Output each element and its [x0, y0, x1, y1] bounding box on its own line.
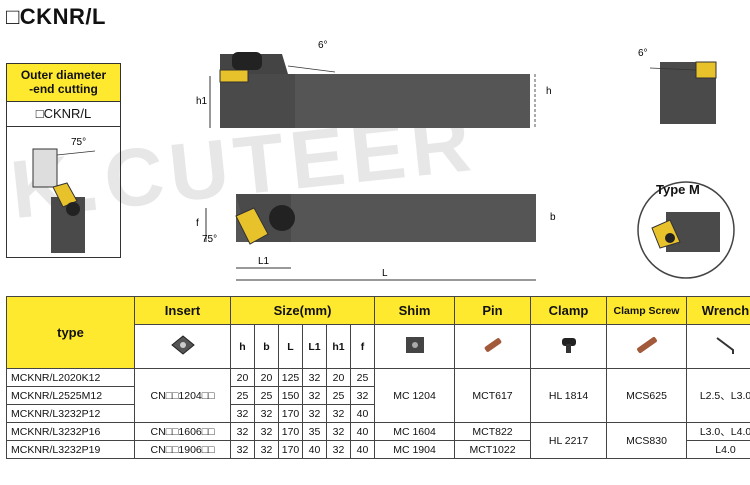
- cell-b: 25: [254, 386, 279, 405]
- table-row-type: MCKNR/L3232P16: [6, 422, 135, 441]
- cell-h1: 32: [326, 422, 351, 441]
- header-type: type: [6, 296, 135, 369]
- clamp-group1: HL 1814: [530, 368, 608, 423]
- b-label: b: [550, 212, 556, 223]
- cell-f: 25: [349, 368, 376, 387]
- spec-table: type Insert Size(mm) Shim Pin Clamp Clam…: [6, 296, 750, 459]
- cell-h1: 32: [326, 404, 351, 423]
- size-col-h1: h1: [326, 324, 351, 369]
- type-m-detail: [637, 181, 735, 279]
- end-view-drawing: 6°: [638, 48, 717, 124]
- clamp-group2: HL 2217: [530, 422, 608, 459]
- h-label: h: [546, 86, 552, 97]
- cell-h: 32: [230, 422, 255, 441]
- f-label: f: [196, 218, 199, 229]
- cell-f: 32: [349, 386, 376, 405]
- header-clamp: Clamp: [530, 296, 608, 325]
- shim-icon: [374, 324, 456, 369]
- cell-h1: 20: [326, 368, 351, 387]
- info-heading-line1: Outer diameter: [20, 68, 107, 82]
- cell-L1: 35: [302, 422, 327, 441]
- L1-label: L1: [258, 256, 270, 267]
- cell-L1: 32: [302, 368, 327, 387]
- info-box-code: □CKNR/L: [7, 102, 120, 127]
- info-box-heading: Outer diameter -end cutting: [7, 64, 120, 102]
- top-view-drawing: f b 75° L1 L: [196, 194, 556, 281]
- cell-L: 150: [278, 386, 303, 405]
- header-size: Size(mm): [229, 296, 376, 325]
- tool-icon: 75°: [32, 137, 96, 253]
- wrench-icon: [686, 324, 750, 369]
- size-col-h: h: [230, 324, 255, 369]
- insert-row4: CN□□1606□□: [134, 422, 231, 441]
- info-angle-label: 75°: [71, 137, 86, 148]
- wrench-group1: L2.5、L3.0: [686, 368, 750, 423]
- clamp-icon: [530, 324, 608, 369]
- cell-L1: 32: [302, 404, 327, 423]
- L-label: L: [382, 268, 388, 279]
- table-row-type: MCKNR/L3232P19: [6, 440, 135, 459]
- cell-L: 170: [278, 404, 303, 423]
- right-angle-label: 6°: [638, 48, 648, 59]
- size-col-L: L: [278, 324, 303, 369]
- shim-row5: MC 1904: [374, 440, 456, 459]
- cell-h: 32: [230, 404, 255, 423]
- cell-L: 125: [278, 368, 303, 387]
- clamp-screw-icon: [606, 324, 688, 369]
- table-row-type: MCKNR/L2020K12: [6, 368, 135, 387]
- cell-b: 32: [254, 440, 279, 459]
- pin-icon: [454, 324, 532, 369]
- header-clamp-screw: Clamp Screw: [606, 296, 688, 325]
- cell-b: 32: [254, 422, 279, 441]
- cell-h1: 25: [326, 386, 351, 405]
- cell-h: 32: [230, 440, 255, 459]
- cell-f: 40: [349, 440, 376, 459]
- cell-h: 25: [230, 386, 255, 405]
- cell-b: 32: [254, 404, 279, 423]
- top-angle-label: 6°: [318, 40, 328, 51]
- header-insert: Insert: [134, 296, 231, 325]
- cell-L: 170: [278, 422, 303, 441]
- screw-group2: MCS830: [606, 422, 688, 459]
- insert-icon: [134, 324, 231, 369]
- size-col-L1: L1: [302, 324, 327, 369]
- wrench-row4: L3.0、L4.0: [686, 422, 750, 441]
- info-heading-line2: -end cutting: [29, 82, 98, 96]
- view-angle-label: 75°: [202, 234, 217, 245]
- type-m-label: Type M: [656, 182, 700, 197]
- info-box: Outer diameter -end cutting □CKNR/L 75°: [6, 63, 121, 258]
- insert-group1: CN□□1204□□: [134, 368, 231, 423]
- shim-group1: MC 1204: [374, 368, 456, 423]
- cell-b: 20: [254, 368, 279, 387]
- cell-h1: 32: [326, 440, 351, 459]
- cell-L: 170: [278, 440, 303, 459]
- cell-f: 40: [349, 422, 376, 441]
- table-row-type: MCKNR/L2525M12: [6, 386, 135, 405]
- header-wrench: Wrench: [686, 296, 750, 325]
- cell-h: 20: [230, 368, 255, 387]
- cell-L1: 32: [302, 386, 327, 405]
- table-row-type: MCKNR/L3232P12: [6, 404, 135, 423]
- page-title: □CKNR/L: [6, 4, 106, 29]
- insert-row5: CN□□1906□□: [134, 440, 231, 459]
- size-col-f: f: [349, 324, 376, 369]
- size-col-b: b: [254, 324, 279, 369]
- cell-L1: 40: [302, 440, 327, 459]
- pin-group1: MCT617: [454, 368, 532, 423]
- side-view-drawing: h1 h 6°: [196, 40, 552, 128]
- pin-row5: MCT1022: [454, 440, 532, 459]
- pin-row4: MCT822: [454, 422, 532, 441]
- h1-label: h1: [196, 96, 208, 107]
- header-shim: Shim: [374, 296, 456, 325]
- cell-f: 40: [349, 404, 376, 423]
- wrench-row5: L4.0: [686, 440, 750, 459]
- shim-row4: MC 1604: [374, 422, 456, 441]
- screw-group1: MCS625: [606, 368, 688, 423]
- header-pin: Pin: [454, 296, 532, 325]
